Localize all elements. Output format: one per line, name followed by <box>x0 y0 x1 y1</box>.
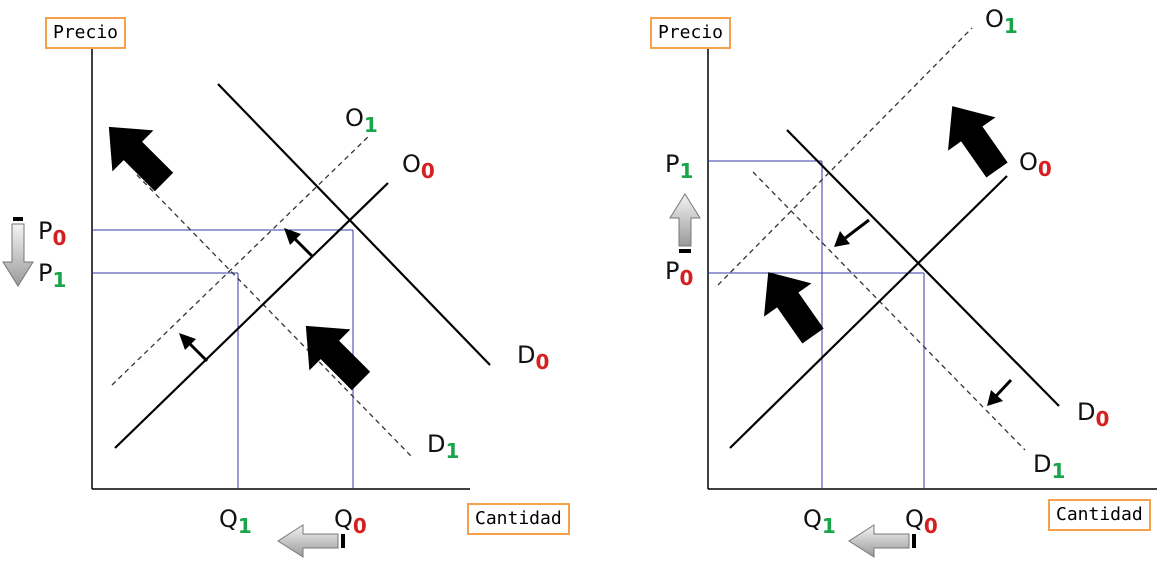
diagram-left <box>2 48 491 558</box>
curve-label-d1: D1 <box>1033 450 1066 483</box>
left-arrow-icon <box>848 524 916 558</box>
down-arrow-icon <box>2 217 34 287</box>
curve-label-o1: O1 <box>345 104 378 137</box>
price-label-p0: P0 <box>38 217 67 250</box>
up-arrow-icon <box>669 193 701 253</box>
quantity-label-q0: Q0 <box>334 505 367 538</box>
price-label-p0: P0 <box>665 257 694 290</box>
small-arrow-icon <box>179 333 209 363</box>
supply-o0-line <box>729 175 1008 449</box>
supply-o1-line <box>717 27 973 286</box>
curve-label-d0: D0 <box>517 341 550 374</box>
left-arrow-icon <box>277 524 345 558</box>
x-axis-label: Cantidad <box>1048 499 1151 531</box>
big-arrow-up-left-icon <box>764 272 824 344</box>
y-axis-label: Precio <box>650 17 732 49</box>
quantity-label-q1: Q1 <box>803 505 836 538</box>
quantity-label-q0: Q0 <box>905 505 938 538</box>
big-arrow-down-left-icon <box>305 325 371 391</box>
demand-d1-line <box>136 174 412 457</box>
price-label-p1: P1 <box>665 150 694 183</box>
y-axis-label: Precio <box>45 17 127 49</box>
big-arrow-up-left-icon <box>948 106 1008 178</box>
quantity-label-q1: Q1 <box>219 505 252 538</box>
price-label-p1: P1 <box>38 259 67 292</box>
small-arrow-icon <box>987 378 1013 406</box>
panel-right: Precio Cantidad O1 O0 D0 D1 P1 P0 Q1 Q0 <box>587 0 1174 568</box>
curve-label-d0: D0 <box>1077 398 1110 431</box>
demand-d0-line <box>786 129 1060 407</box>
curve-label-o0: O0 <box>1019 148 1052 181</box>
diagram-right <box>669 27 1157 558</box>
supply-o0-line <box>114 182 389 449</box>
curve-label-d1: D1 <box>427 430 460 463</box>
demand-d1-line <box>752 171 1026 451</box>
demand-d0-line <box>217 83 491 366</box>
x-axis-label: Cantidad <box>467 503 570 535</box>
curve-label-o1: O1 <box>985 5 1018 38</box>
panel-left: Precio Cantidad O1 O0 D0 D1 P0 P1 Q1 Q0 <box>2 17 570 558</box>
supply-o1-line <box>111 134 371 386</box>
small-arrow-icon <box>834 218 870 247</box>
curve-label-o0: O0 <box>402 150 435 183</box>
big-arrow-down-left-icon <box>108 126 174 192</box>
small-arrow-icon <box>284 228 314 258</box>
